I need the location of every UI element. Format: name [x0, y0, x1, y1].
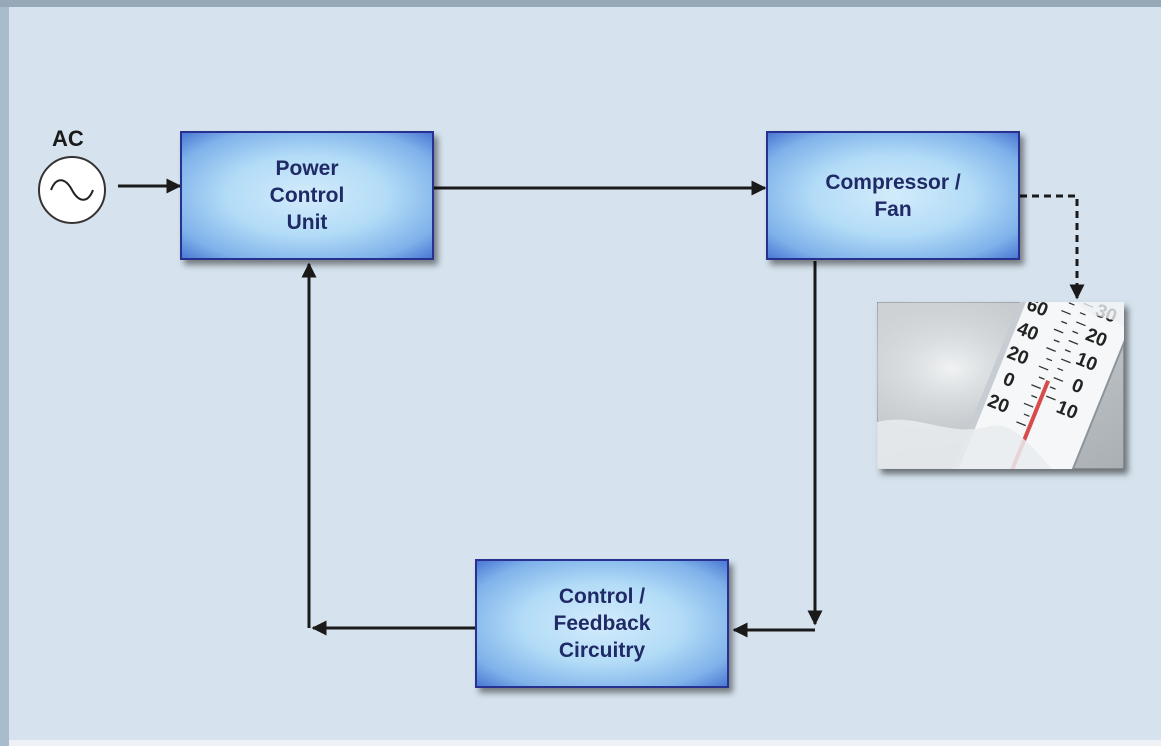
- frame-left-border: [0, 7, 9, 746]
- thermometer-photo: 80 60 40 20 0 20 30 20 10 0 10: [877, 302, 1124, 469]
- compressor-fan-label: Compressor / Fan: [825, 170, 961, 221]
- control-feedback-block: Control / Feedback Circuitry: [475, 559, 729, 688]
- control-feedback-label: Control / Feedback Circuitry: [553, 585, 651, 662]
- ac-label: AC: [52, 126, 84, 151]
- compressor-fan-block: Compressor / Fan: [766, 131, 1020, 260]
- frame-top-border: [0, 0, 1161, 7]
- power-control-unit-block: Power Control Unit: [180, 131, 434, 260]
- ac-source-icon: [38, 156, 106, 224]
- power-control-unit-label: Power Control Unit: [269, 157, 345, 234]
- frame-bottom-border: [9, 740, 1161, 746]
- dashed-arrow-compressor-to-thermometer: [1020, 194, 1085, 300]
